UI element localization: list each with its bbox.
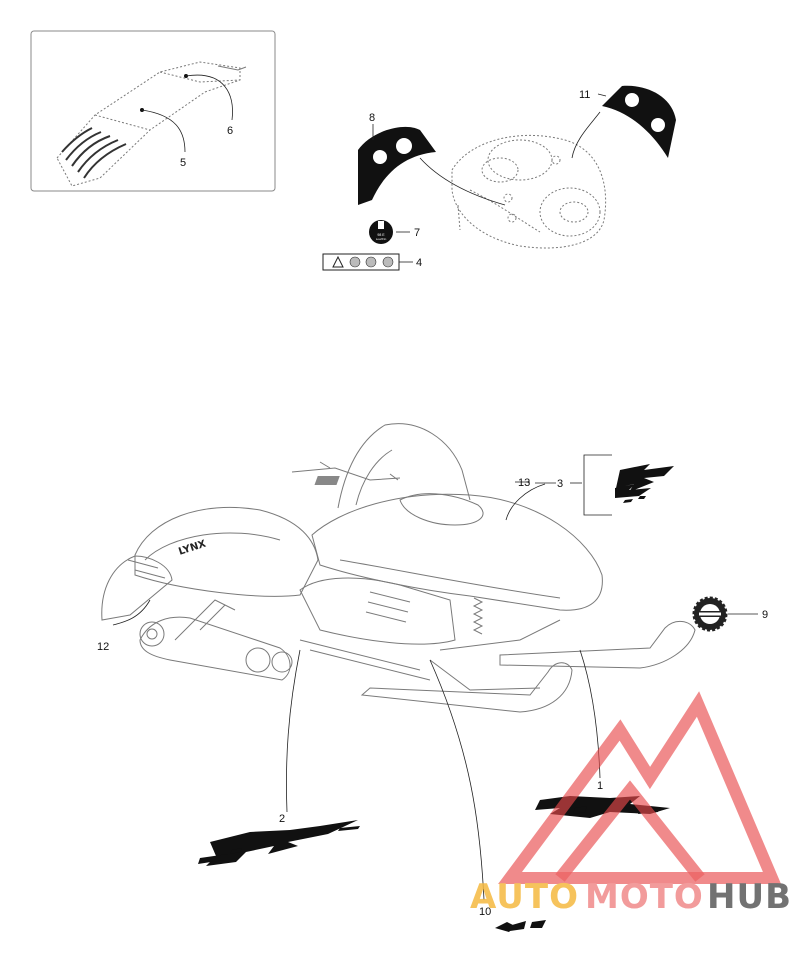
decal-8: 8 [358, 112, 506, 206]
decal-10-graphic [495, 920, 546, 932]
ski-rear [360, 662, 573, 713]
track [139, 616, 291, 681]
decal-2 [198, 820, 360, 866]
seat-inset: 5 6 [30, 30, 276, 192]
callout-1: 1 [597, 780, 603, 792]
sticker-7-line1: 98 E [377, 233, 385, 237]
callout-9: 9 [762, 609, 768, 621]
warning-triangle-icon [332, 255, 344, 268]
shock-spring [472, 597, 484, 635]
callout-2: 2 [279, 813, 285, 825]
callout-3: 3 [557, 478, 563, 490]
watermark-hub: HUB [707, 877, 792, 917]
decal-2-graphic [206, 820, 358, 866]
watermark: AUTO MOTO HUB [470, 691, 792, 917]
watermark-auto: AUTO [470, 877, 579, 917]
inset-frame [30, 30, 276, 192]
callout-5: 5 [180, 157, 186, 169]
handlebar [291, 461, 401, 481]
ski-front [499, 621, 696, 669]
decal-8-hole-left [373, 150, 387, 164]
warning-icon-a [349, 256, 361, 268]
side-panel [299, 577, 456, 645]
callout-11: 11 [579, 89, 590, 101]
snowmobile: LYNX 12 2 10 1 [97, 423, 768, 918]
callout-6: 6 [227, 125, 233, 137]
decal-11-shape [602, 85, 676, 158]
decal-8-hole-right [396, 138, 412, 154]
callout-12: 12 [97, 641, 109, 653]
seat-body [134, 506, 319, 597]
callout-10: 10 [479, 906, 491, 918]
callout-13: 13 [518, 477, 530, 489]
warning-icon-b [365, 256, 377, 268]
decal-11-hole-top [625, 93, 639, 107]
callout-7: 7 [414, 227, 420, 239]
decal-3 [583, 454, 674, 516]
decal-11-hole-bottom [651, 118, 665, 132]
decal-3-graphic [615, 464, 674, 498]
warning-label-4: 4 [322, 253, 422, 271]
hood [311, 493, 603, 611]
decal-8-shape [358, 126, 436, 205]
seat-outline [56, 61, 241, 187]
rear-bumper [101, 555, 173, 621]
rear-idler-wheel [139, 621, 165, 647]
decal-11: 11 [571, 85, 676, 159]
seat-ribs [61, 127, 127, 179]
warning-icon-c [382, 256, 394, 268]
sticker-7-line2: Low/Fin [376, 237, 387, 241]
sticker-7-disc [369, 220, 393, 244]
callout-8: 8 [369, 112, 375, 124]
instrument-cluster [451, 134, 607, 249]
decal-13 [314, 476, 340, 485]
hood-logo: LYNX [177, 539, 207, 558]
sticker-7: 98 E Low/Fin 7 [369, 220, 420, 244]
mid-wheel [245, 647, 271, 673]
callout-4: 4 [416, 257, 422, 269]
watermark-triangle-icon [498, 691, 782, 884]
decal-10 [495, 920, 546, 932]
watermark-moto: MOTO [585, 877, 704, 917]
seat-clip [217, 65, 247, 71]
decal-9 [692, 596, 728, 632]
windshield [337, 423, 471, 509]
